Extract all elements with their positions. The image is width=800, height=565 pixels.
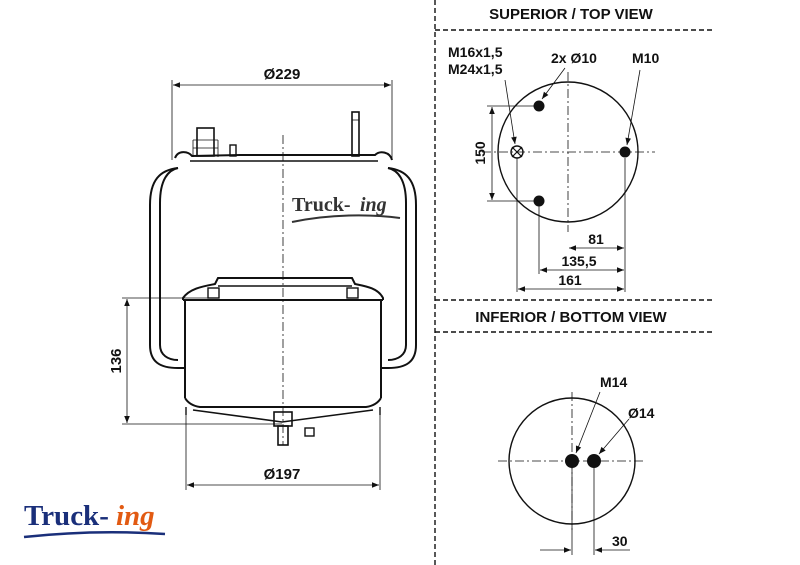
piston xyxy=(182,277,384,300)
bellows-logo-text-accent: ing xyxy=(360,194,387,216)
bottom-view: INFERIOR / BOTTOM VIEW M14 Ø14 30 xyxy=(475,309,668,555)
air-inlet-14-hole xyxy=(587,454,601,468)
dim-label-229: Ø229 xyxy=(264,66,301,83)
bolt-stud-left xyxy=(229,144,237,157)
bottom-view-title: INFERIOR / BOTTOM VIEW xyxy=(475,309,667,326)
label-holes-2x10: 2x Ø10 xyxy=(551,50,597,66)
dim-label-161: 161 xyxy=(558,272,582,288)
air-inlet-fitting xyxy=(196,127,215,157)
bolt-stud-right xyxy=(351,111,360,157)
dim-label-197: Ø197 xyxy=(264,466,301,483)
view-separators xyxy=(434,0,712,565)
label-hole-14: Ø14 xyxy=(628,405,655,421)
top-view: SUPERIOR / TOP VIEW M16x1,5 M24x1,5 2x Ø… xyxy=(448,6,659,292)
label-thread-m16: M16x1,5 xyxy=(448,44,503,60)
side-view xyxy=(149,111,417,446)
bellows-logo-text-main: Truck- xyxy=(292,194,351,216)
m10-stud-hole xyxy=(619,146,631,158)
side-view-dimensions: Ø229 136 Ø197 xyxy=(108,66,393,490)
dim-label-135-5: 135,5 xyxy=(561,253,596,269)
label-m14: M14 xyxy=(600,374,627,390)
dim-label-150: 150 xyxy=(472,141,488,165)
label-thread-m24: M24x1,5 xyxy=(448,61,503,77)
brand-logo: Truck- ing xyxy=(23,500,166,539)
brand-logo-text-accent: ing xyxy=(116,500,155,532)
brand-logo-swoosh xyxy=(23,531,166,539)
brand-logo-text-main: Truck- xyxy=(24,500,109,532)
bellows-body xyxy=(149,167,184,369)
bellows-logo: Truck- ing xyxy=(291,194,401,223)
m14-stud-hole xyxy=(565,454,579,468)
top-plate xyxy=(174,151,393,161)
mounting-hole-lower xyxy=(533,195,545,207)
top-view-title: SUPERIOR / TOP VIEW xyxy=(489,6,653,23)
dim-label-136: 136 xyxy=(108,348,125,373)
dim-label-81: 81 xyxy=(588,231,604,247)
mounting-hole-upper xyxy=(533,100,545,112)
label-m10: M10 xyxy=(632,50,659,66)
dim-label-30: 30 xyxy=(612,533,628,549)
